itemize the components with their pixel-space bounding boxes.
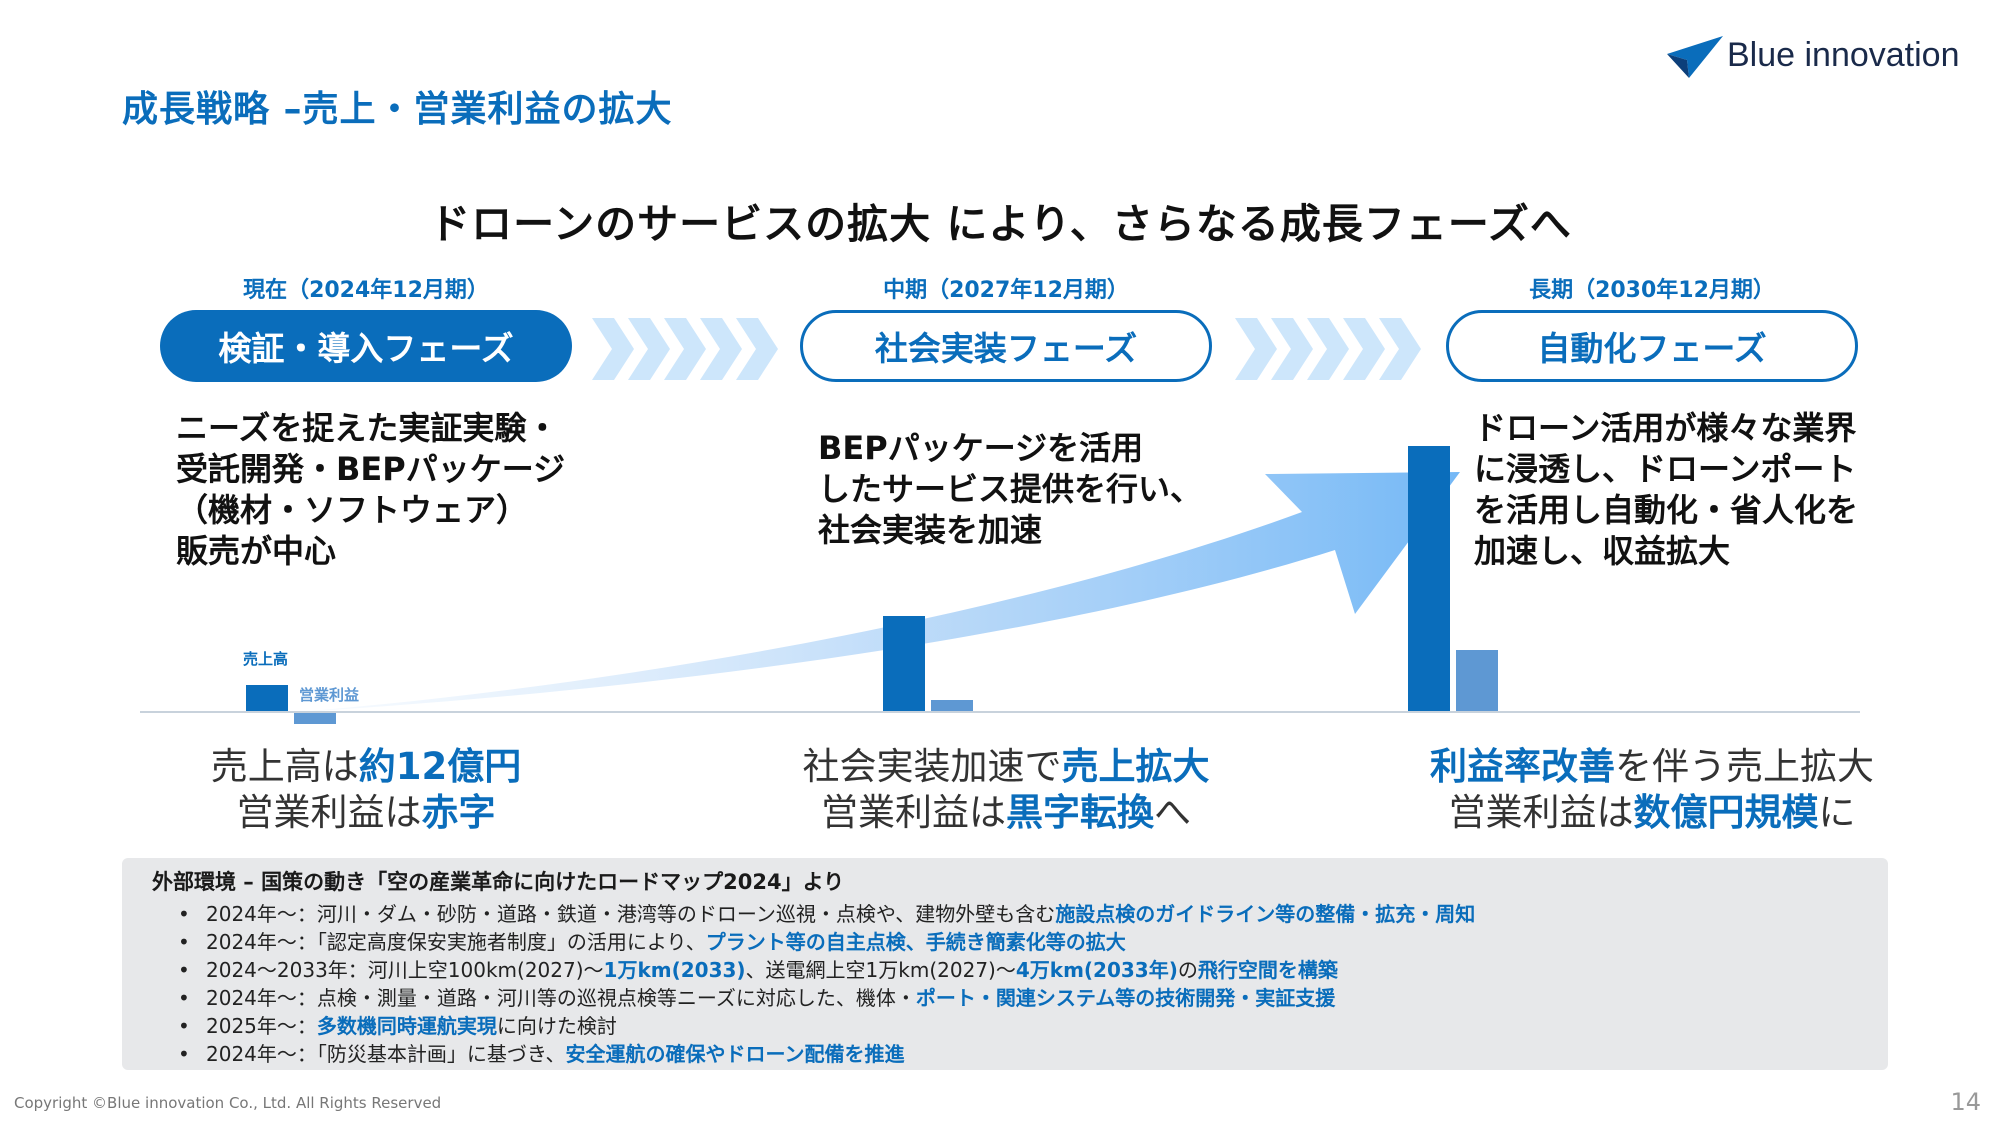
company-logo: Blue innovation (1665, 34, 1985, 84)
external-list-item: 2024〜2033年：河川上空100km(2027)〜1万km(2033)、送電… (178, 956, 1475, 984)
logo-text: Blue innovation (1727, 36, 1960, 74)
phase-label: 自動化フェーズ (1537, 329, 1767, 368)
phase-description: BEPパッケージを活用 したサービス提供を行い、 社会実装を加速 (818, 429, 1203, 549)
period-current: 現在（2024年12月期） (243, 278, 489, 303)
external-title: 外部環境 – 国策の動き「空の産業革命に向けたロードマップ2024」より (152, 870, 845, 894)
external-list-item: 2024年〜：河川・ダム・砂防・道路・鉄道・港湾等のドローン巡視・点検や、建物外… (178, 900, 1475, 928)
legend-profit: 営業利益 (299, 686, 360, 704)
external-list-item: 2024年〜：「認定高度保安実施者制度」の活用により、プラント等の自主点検、手続… (178, 928, 1475, 956)
external-list-item: 2025年〜：多数機同時運航実現に向けた検討 (178, 1012, 1475, 1040)
page-number: 14 (1950, 1088, 1981, 1116)
phase-description: ニーズを捉えた実証実験・ 受託開発・BEPパッケージ （機材・ソフトウェア） 販… (176, 409, 566, 570)
external-list: 2024年〜：河川・ダム・砂防・道路・鉄道・港湾等のドローン巡視・点検や、建物外… (178, 900, 1475, 1068)
headline: ドローンのサービスの拡大 により、さらなる成長フェーズへ (429, 200, 1572, 248)
phase-automation: 自動化フェーズ (1446, 310, 1858, 382)
phase-label: 検証・導入フェーズ (218, 329, 514, 368)
copyright: Copyright ©Blue innovation Co., Ltd. All… (14, 1094, 442, 1112)
logo-mark-icon (1667, 36, 1723, 78)
period-long: 長期（2030年12月期） (1529, 278, 1775, 303)
phase-description: ドローン活用が様々な業界 に浸透し、ドローンポート を活用し自動化・省人化を 加… (1474, 409, 1859, 570)
chevron-arrows-icon (1235, 318, 1421, 380)
phase-summary: 社会実装加速で売上拡大 営業利益は黒字転換へ (802, 745, 1210, 834)
external-list-item: 2024年〜：「防災基本計画」に基づき、安全運航の確保やドローン配備を推進 (178, 1040, 1475, 1068)
chart-baseline (140, 711, 1860, 713)
phase-social-implementation: 社会実装フェーズ (800, 310, 1212, 382)
phase-summary: 利益率改善を伴う売上拡大 営業利益は数億円規模に (1430, 745, 1874, 834)
external-environment-box: 外部環境 – 国策の動き「空の産業革命に向けたロードマップ2024」より 202… (122, 858, 1888, 1070)
chevron-arrows-icon (592, 318, 778, 380)
phase-summary: 売上高は約12億円 営業利益は赤字 (210, 745, 522, 834)
legend-sales: 売上高 (243, 650, 289, 668)
page-title: 成長戦略 –売上・営業利益の拡大 (122, 89, 673, 130)
external-list-item: 2024年〜：点検・測量・道路・河川等の巡視点検等ニーズに対応した、機体・ポート… (178, 984, 1475, 1012)
phase-verification: 検証・導入フェーズ (160, 310, 572, 382)
phase-label: 社会実装フェーズ (874, 329, 1138, 368)
period-mid: 中期（2027年12月期） (883, 278, 1129, 303)
